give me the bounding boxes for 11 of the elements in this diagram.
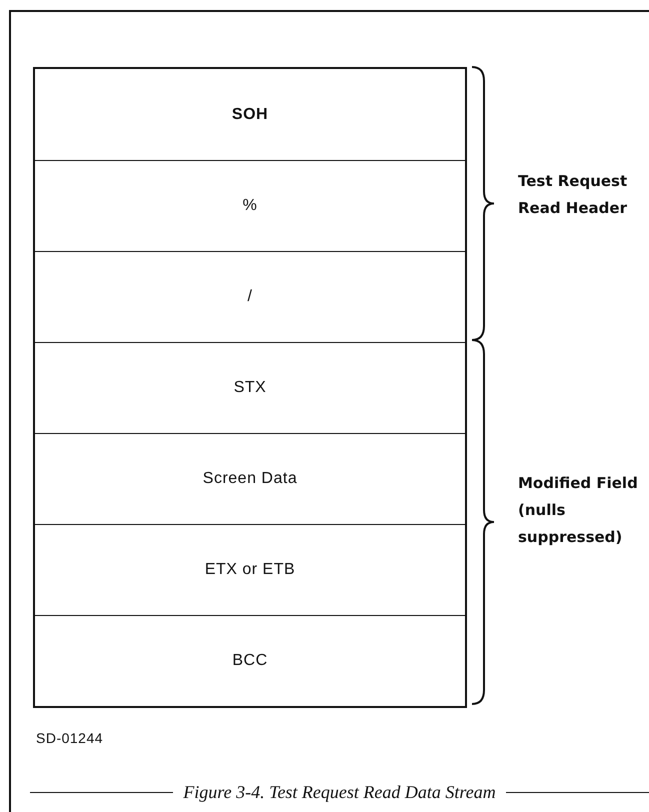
data-stream-field: % bbox=[35, 160, 465, 251]
data-stream-field: STX bbox=[35, 342, 465, 433]
bracket-label: Test Request Read Header bbox=[518, 171, 628, 219]
figure-caption: Figure 3-4. Test Request Read Data Stream bbox=[183, 782, 496, 803]
bracket-label: Modified Field (nulls suppressed) bbox=[518, 473, 639, 548]
data-stream-field: / bbox=[35, 251, 465, 342]
data-stream-field: ETX or ETB bbox=[35, 524, 465, 615]
figure-code: SD-01244 bbox=[36, 730, 104, 746]
data-stream-field: SOH bbox=[35, 69, 465, 160]
data-stream-field: Screen Data bbox=[35, 433, 465, 524]
data-stream-field: BCC bbox=[35, 615, 465, 706]
